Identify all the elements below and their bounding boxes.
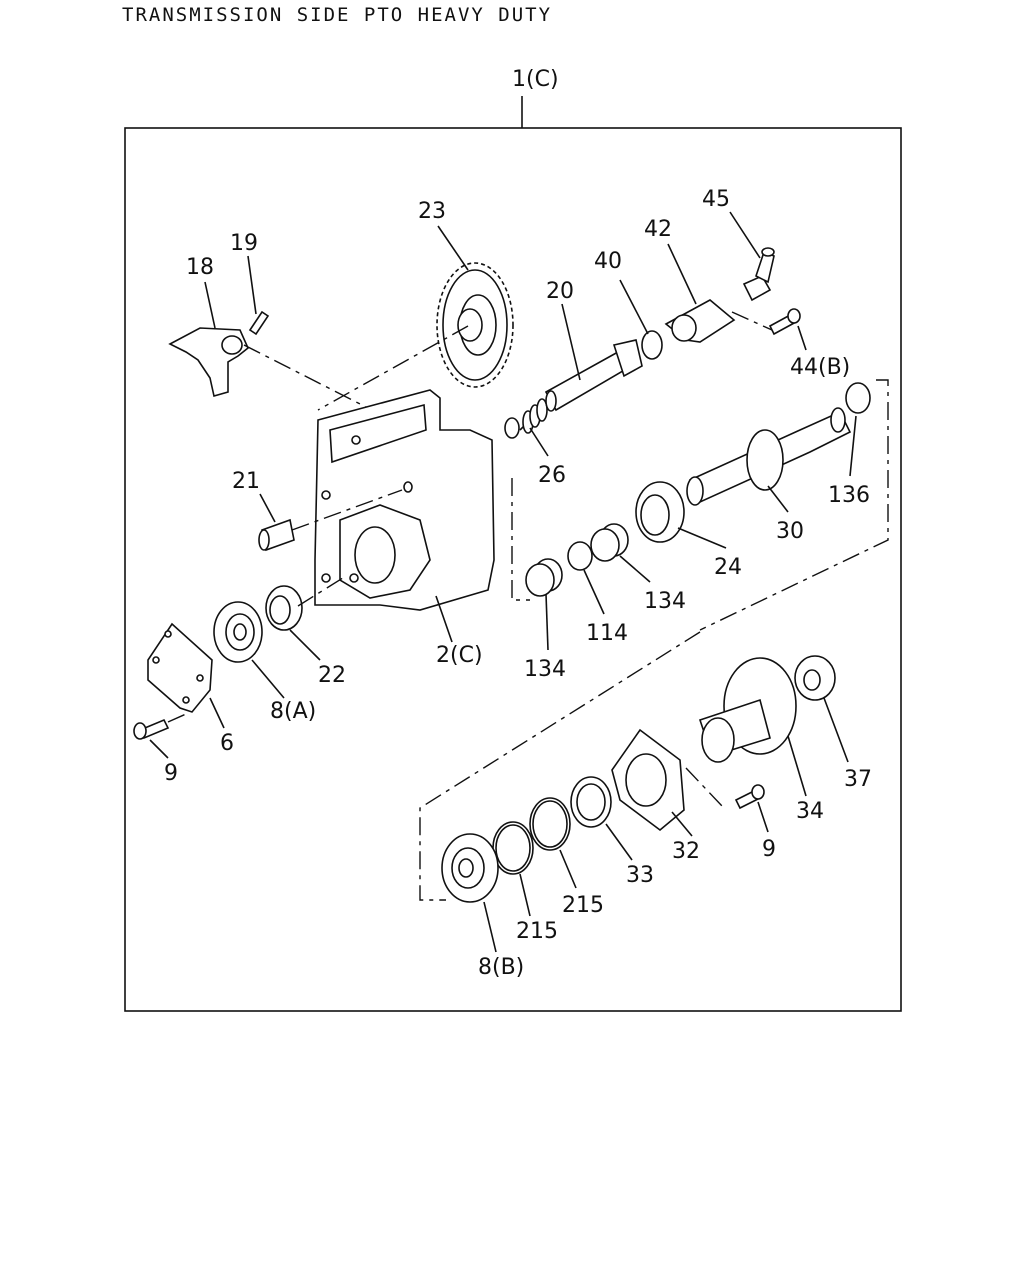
o-ring-40 [641,330,663,360]
diagram-title: TRANSMISSION SIDE PTO HEAVY DUTY [122,4,553,26]
callout-37: 37 [844,767,872,792]
callout-2c: 2(C) [436,643,483,668]
callout-215-right: 215 [562,893,604,918]
spring-26 [504,398,548,439]
flange-34 [698,657,797,763]
shaft-20 [544,339,643,412]
callout-114: 114 [586,621,628,646]
cover-plate-6 [147,622,213,713]
callout-22: 22 [318,663,346,688]
pin-19 [248,310,270,336]
needle-bearing-134-upper [590,523,629,562]
ball-bearing-8a [213,601,263,663]
spacer-114 [567,541,593,571]
callout-19: 19 [230,231,258,256]
callout-33: 33 [626,863,654,888]
callout-20: 20 [546,279,574,304]
bolt-9-right [734,784,765,810]
gear-23 [436,262,514,388]
shift-fork-18 [168,327,249,398]
assembly-frame [124,127,902,1012]
pin-21 [258,518,295,552]
callout-134-lower: 134 [524,657,566,682]
shim-215-left [492,821,534,875]
retainer-32 [611,728,685,832]
callout-44b: 44(B) [790,355,850,380]
housing-2c [314,389,495,611]
callout-18: 18 [186,255,214,280]
shim-215-right [529,797,571,851]
callout-215-left: 215 [516,919,558,944]
seal-22 [265,585,303,631]
callout-8b: 8(B) [478,955,524,980]
o-ring-136 [845,382,871,414]
bolt-44b [768,308,801,336]
sleeve-24 [635,481,685,543]
callout-42: 42 [644,217,672,242]
ball-bearing-8b [441,833,499,903]
callout-9-right: 9 [762,837,776,862]
callout-45: 45 [702,187,730,212]
oil-seal-33 [570,776,612,828]
callout-8a: 8(A) [270,699,316,724]
callout-6: 6 [220,731,234,756]
callout-9-left: 9 [164,761,178,786]
leader-lines [149,211,857,953]
needle-bearing-134-lower [525,558,563,597]
shaft-gear-30 [686,407,852,506]
callout-34: 34 [796,799,824,824]
callout-30: 30 [776,519,804,544]
bolt-9-left [133,718,170,740]
callout-134-upper: 134 [644,589,686,614]
cap-housing-42 [664,299,736,343]
assembly-label: 1(C) [512,67,559,92]
callout-21: 21 [232,469,260,494]
callout-136: 136 [828,483,870,508]
callout-23: 23 [418,199,446,224]
callout-40: 40 [594,249,622,274]
nut-37 [794,655,836,701]
elbow-fitting-45 [742,247,775,302]
callout-26: 26 [538,463,566,488]
callout-24: 24 [714,555,742,580]
callout-32: 32 [672,839,700,864]
